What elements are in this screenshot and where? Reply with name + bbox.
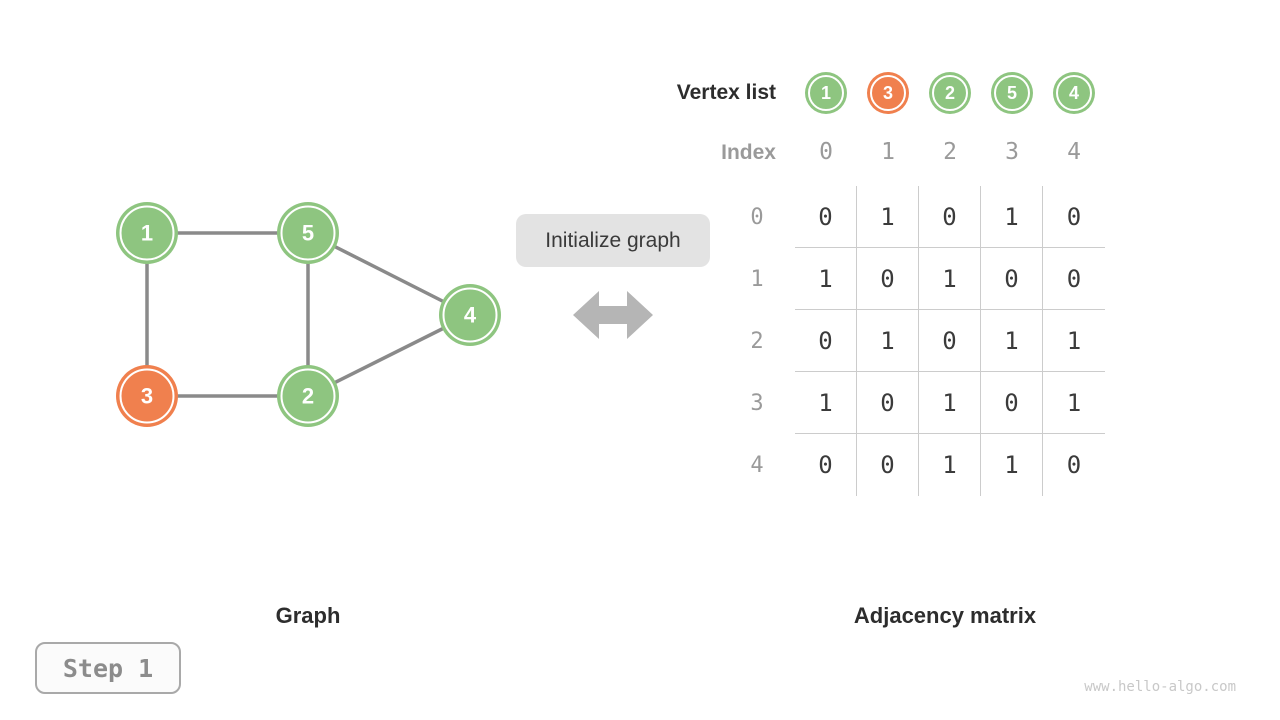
matrix-cell-4-4: 0 <box>1066 451 1082 479</box>
vertex-list-cell: 2 <box>919 70 981 116</box>
matrix-cell-2-3: 1 <box>981 310 1043 372</box>
matrix-cell-0-2: 0 <box>919 186 981 248</box>
matrix-cell-1-1: 0 <box>857 248 919 310</box>
graph-vertex-label: 4 <box>464 303 477 328</box>
vertex-list-circle-1: 1 <box>808 75 844 111</box>
graph-vertex-5: 5 <box>277 202 339 264</box>
vertex-list-cell: 5 <box>981 70 1043 116</box>
matrix-cell-2-0: 0 <box>795 310 857 372</box>
graph-svg: 1 5 4 3 2 <box>116 202 501 427</box>
graph-vertex-label: 5 <box>302 221 314 246</box>
graph-caption: Graph <box>275 603 341 628</box>
graph-vertex-label: 2 <box>302 384 314 409</box>
matrix-row-label-0: 0 <box>750 204 764 230</box>
graph-vertex-3: 3 <box>116 365 178 427</box>
matrix-caption: Adjacency matrix <box>853 603 1037 628</box>
double-arrow-icon <box>573 291 653 339</box>
matrix-cell-2-4: 1 <box>1043 310 1105 372</box>
graph-vertex-1: 1 <box>116 202 178 264</box>
vertex-list-cell: 4 <box>1043 70 1105 116</box>
matrix-row-label-2: 2 <box>750 328 764 354</box>
vertex-list-circle-4: 4 <box>1056 75 1092 111</box>
index-value-2: 2 <box>943 139 957 165</box>
index-label: Index <box>721 141 776 164</box>
vertex-list-circle-2: 2 <box>932 75 968 111</box>
matrix-cell-4-0: 0 <box>795 434 857 496</box>
vertex-list-label: Vertex list <box>676 81 776 104</box>
matrix-cell-3-2: 1 <box>919 372 981 434</box>
matrix-cell-1-3: 0 <box>981 248 1043 310</box>
matrix-cell-4-1: 0 <box>857 434 919 496</box>
index-value-0: 0 <box>819 139 833 165</box>
matrix-cell-0-0: 0 <box>795 186 857 248</box>
graph-vertex-4: 4 <box>439 284 501 346</box>
initialize-graph-label: Initialize graph <box>545 228 681 252</box>
matrix-cell-0-1: 1 <box>857 186 919 248</box>
index-value-4: 4 <box>1067 139 1081 165</box>
initialize-graph-pill: Initialize graph <box>516 214 710 267</box>
matrix-cell-4-3: 1 <box>981 434 1043 496</box>
matrix-cell-2-1: 1 <box>857 310 919 372</box>
step-badge: Step 1 <box>35 642 181 694</box>
vertex-list-circle-5: 5 <box>994 75 1030 111</box>
step-badge-label: Step 1 <box>62 653 154 683</box>
matrix-row-label-3: 3 <box>750 390 764 416</box>
matrix-cell-3-3: 0 <box>981 372 1043 434</box>
matrix-row-label-1: 1 <box>750 266 764 292</box>
matrix-cell-4-2: 1 <box>919 434 981 496</box>
matrix-cell-1-2: 1 <box>919 248 981 310</box>
index-value-1: 1 <box>881 139 895 165</box>
graph-vertex-label: 1 <box>141 221 153 246</box>
watermark-text: www.hello-algo.com <box>1084 679 1236 695</box>
matrix-cell-3-4: 1 <box>1043 372 1105 434</box>
matrix-cell-3-1: 0 <box>857 372 919 434</box>
index-value-3: 3 <box>1005 139 1019 165</box>
matrix-cell-1-0: 1 <box>795 248 857 310</box>
graph-vertex-label: 3 <box>141 384 153 409</box>
matrix-row-label-4: 4 <box>750 452 764 478</box>
graph-vertex-2: 2 <box>277 365 339 427</box>
matrix-cell-1-4: 0 <box>1043 248 1105 310</box>
matrix-row-labels: 0 1 2 3 4 <box>726 186 788 496</box>
vertex-list-circle-3: 3 <box>870 75 906 111</box>
vertex-list-cell: 1 <box>795 70 857 116</box>
index-row-values: 0 1 2 3 4 <box>795 139 1105 165</box>
matrix-cell-2-2: 0 <box>919 310 981 372</box>
matrix-cell-3-0: 1 <box>795 372 857 434</box>
vertex-list-cell: 3 <box>857 70 919 116</box>
double-arrow-shape <box>573 291 653 339</box>
matrix-cell-0-3: 1 <box>981 186 1043 248</box>
matrix-cell-0-4: 0 <box>1043 186 1105 248</box>
